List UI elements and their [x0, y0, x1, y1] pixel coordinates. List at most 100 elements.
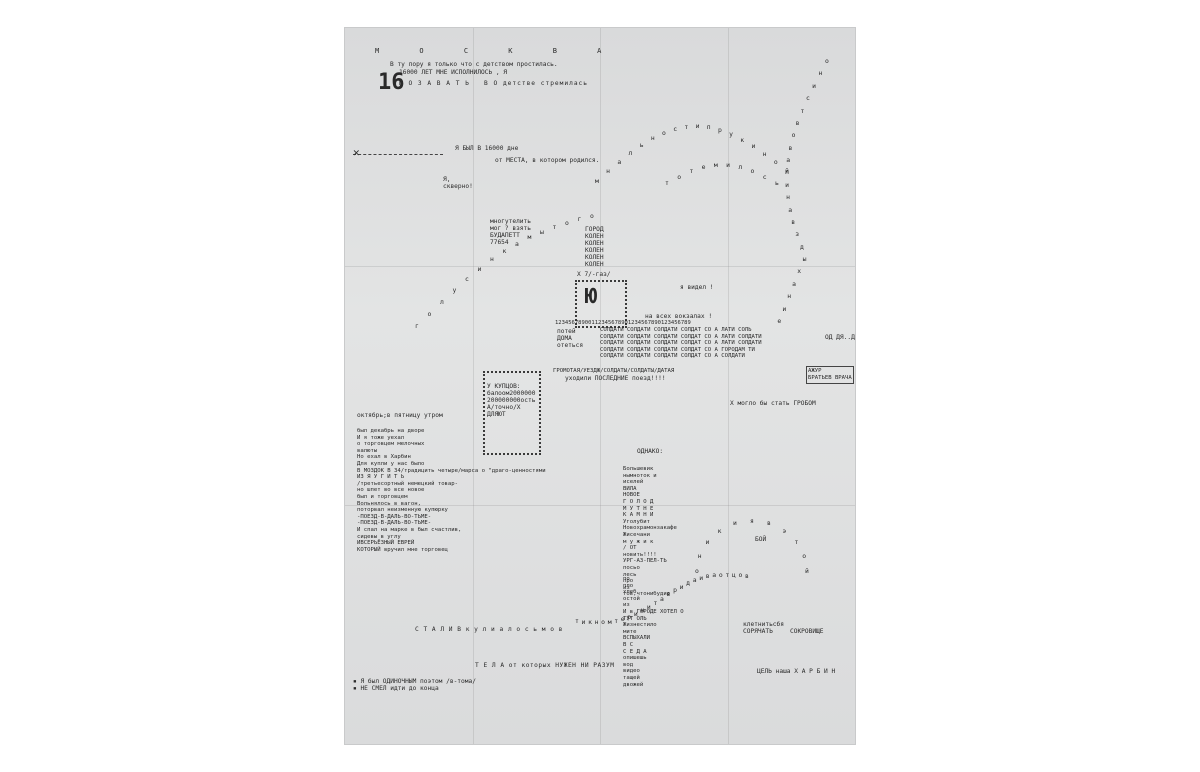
header-letters: М О С К В А — [375, 47, 620, 55]
lower-curve-letter: е — [620, 614, 625, 623]
lower-curve-letter: т — [614, 616, 619, 625]
from-place-line: от МЕСТА, в котором родился. — [495, 157, 600, 164]
saw-line: я видел ! — [680, 284, 714, 291]
all-stations-line: на всех вокзалах ! — [645, 313, 713, 320]
numbers-row: 1234567890011234567890123456789012345678… — [555, 320, 691, 326]
lower-curve-letter: т — [653, 598, 658, 607]
inner-arc-letter: с — [762, 172, 767, 181]
lower-arc-letter: о — [695, 567, 699, 575]
left-diagonal-letter: т — [552, 223, 557, 232]
middle-narrative-2: по пло хлеб остой из И в ГОРОДЕ ХОТЕЛ О … — [623, 576, 684, 688]
right-curve-letter: а — [788, 205, 793, 214]
lower-curve-letter: д — [686, 579, 690, 588]
lower-curve-letter: т — [575, 617, 579, 625]
top-arc-letter: и — [751, 142, 756, 151]
left-diagonal-letter: ы — [540, 227, 544, 236]
left-diagonal-letter: а — [515, 239, 519, 248]
right-curve-letter: о — [791, 131, 796, 140]
top-arc-letter: у — [729, 130, 733, 139]
lower-arc-letter: н — [697, 551, 702, 560]
left-diagonal-letter: г — [415, 322, 419, 330]
odnako-line: ОДНАКО: — [637, 448, 664, 455]
top-arc-letter: и — [695, 121, 700, 130]
right-curve-letter: а — [792, 279, 796, 288]
moreover-text: многутелить мог ? взять БУДАПЕТТ 77654 — [490, 218, 531, 246]
lower-curve-letter: и — [679, 582, 684, 591]
inner-arc-letter: т — [665, 179, 669, 187]
lower-curve-letter: к — [588, 618, 592, 627]
right-curve-letter: ы — [802, 255, 807, 264]
cell-left: потей ДОМА отеться — [557, 328, 584, 349]
right-curve-letter: д — [800, 242, 804, 251]
fold-line — [345, 505, 855, 506]
top-arc-letter: т — [684, 122, 689, 131]
station-glyph: Ю — [585, 284, 598, 308]
tower-label: Х 7/-газ/ — [577, 271, 611, 278]
lower-curve-letter: а — [712, 571, 717, 580]
top-arc-letter: ь — [639, 140, 644, 149]
lower-curve-letter: и — [581, 617, 586, 626]
lower-arc-letter: к — [717, 526, 722, 535]
age-line-2: П О З А В А Т Ь В О детстве стремилась — [399, 80, 589, 87]
top-arc-letter: л — [628, 148, 633, 157]
lower-curve-letter: в — [666, 590, 671, 599]
top-arc-letter: н — [762, 150, 767, 159]
lower-curve-letter: в — [745, 572, 749, 580]
lower-curve-letter: т — [725, 570, 730, 579]
lower-arc-letter: о — [802, 551, 807, 560]
left-diagonal-letter: о — [427, 309, 432, 318]
october-line: октябрь;в пятницу утром — [357, 412, 443, 419]
right-stamp: АЖУР БРАТЬЕВ ВРАЧА — [806, 366, 854, 384]
fold-line — [728, 28, 729, 744]
fold-line — [345, 266, 855, 267]
inner-arc-letter: т — [689, 167, 694, 176]
left-diagonal-letter: и — [477, 264, 482, 273]
merchants-text: У КУПЦОВ: балоом2000000 200000000ость А/… — [487, 383, 536, 418]
tower-stack: ГОРОД КОЛЕН КОЛЕН КОЛЕН КОЛЕН КОЛЕН — [585, 226, 604, 268]
right-curve-letter: н — [786, 193, 790, 202]
lower-arc-letter: и — [733, 519, 737, 528]
lower-curve-letter: о — [738, 571, 743, 580]
right-curve-letter: о — [825, 57, 829, 65]
lower-arc-letter: и — [705, 537, 710, 546]
top-arc-letter: о — [773, 158, 778, 167]
intro-line: В ту пору я только что с детством прости… — [390, 61, 558, 68]
inner-arc-letter: ь — [775, 179, 779, 187]
top-arc-letter: а — [617, 157, 622, 166]
lower-curve-letter: и — [699, 574, 704, 583]
stalin-line: С Т А Л И В к у л и а л о с ь м о в — [415, 626, 563, 633]
left-diagonal-letter: у — [452, 285, 457, 294]
right-curve-letter: в — [788, 143, 793, 152]
fold-line — [600, 28, 601, 744]
top-arc-letter: н — [650, 134, 655, 143]
lower-curve-letter: и — [633, 609, 638, 618]
right-curve-letter: х — [797, 267, 802, 276]
right-curve-letter: н — [787, 292, 792, 301]
i-was-line: Я БЫЛ В 16000 дне — [455, 145, 519, 152]
lower-arc-letter: в — [766, 519, 771, 528]
station-box — [575, 280, 627, 328]
middle-narrative: Большевик нымноток и иселей ВИЛА НОВОЕ Г… — [623, 466, 677, 598]
left-diagonal-letter: с — [465, 274, 469, 283]
right-curve-letter: и — [782, 304, 787, 313]
row-below: ГРОМОТАЯ/УЕЗДЖ/СОЛДАТЫ/СОЛДАТЫ/ДАТАЯ — [553, 368, 675, 374]
right-curve-letter: т — [800, 106, 805, 115]
right-curve-letter: н — [818, 69, 823, 78]
left-diagonal-letter: г — [577, 215, 582, 224]
left-diagonal-letter: н — [490, 255, 494, 264]
fold-line — [473, 28, 474, 744]
lower-curve-letter: а — [660, 594, 664, 603]
inner-arc-letter: о — [677, 172, 682, 181]
right-curve-letter: и — [812, 81, 816, 90]
top-arc-letter: м — [595, 177, 599, 185]
lower-curve-letter: м — [607, 617, 612, 626]
lower-curve-letter: в — [705, 572, 710, 581]
lower-curve-letter: н — [640, 606, 645, 615]
top-arc-letter: р — [717, 125, 722, 134]
right-curve-letter: в — [791, 217, 796, 226]
inner-arc-letter: м — [713, 161, 718, 170]
lower-arc-letter: э — [782, 526, 787, 535]
lower-curve-letter: о — [718, 570, 723, 579]
treasure-text: СОКРОВИЩЕ — [790, 628, 824, 635]
lower-curve-letter: р — [627, 612, 632, 621]
